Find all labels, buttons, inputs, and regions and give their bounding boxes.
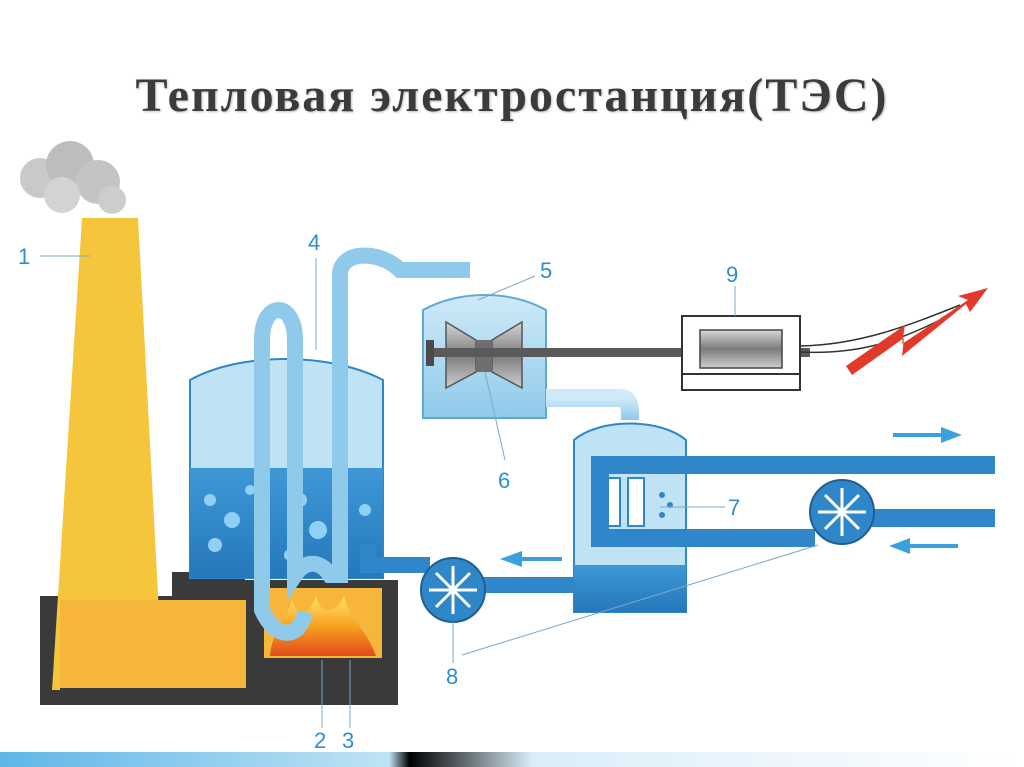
cooling-water-pipe [591,456,995,547]
label-4: 4 [308,230,320,255]
flow-arrow-in [889,538,958,554]
label-3: 3 [342,728,354,753]
label-2: 2 [314,728,326,753]
condenser [573,422,687,613]
boiler-coil [254,247,470,602]
label-5: 5 [540,258,552,283]
label-7: 7 [728,495,740,520]
label-6: 6 [498,468,510,493]
bottom-decorative-bar [0,752,1024,767]
flow-arrow-out [893,427,962,443]
feedwater-pipe [360,545,430,573]
generator [681,315,801,391]
boiler [189,358,384,579]
flow-arrow-condensate [500,551,562,567]
leader-lines [40,255,819,728]
label-9: 9 [726,262,738,287]
smoke [20,141,126,214]
pump-feedwater [420,557,486,623]
fire [270,596,376,656]
power-wires [799,304,961,347]
turbine-shaft [430,348,810,357]
label-8: 8 [446,664,458,689]
page-title: Тепловая электростанция(ТЭС) [135,69,889,122]
lightning-arrow [846,288,988,375]
chimney [52,218,160,690]
label-1: 1 [18,244,30,269]
pump-cooling [809,479,875,545]
